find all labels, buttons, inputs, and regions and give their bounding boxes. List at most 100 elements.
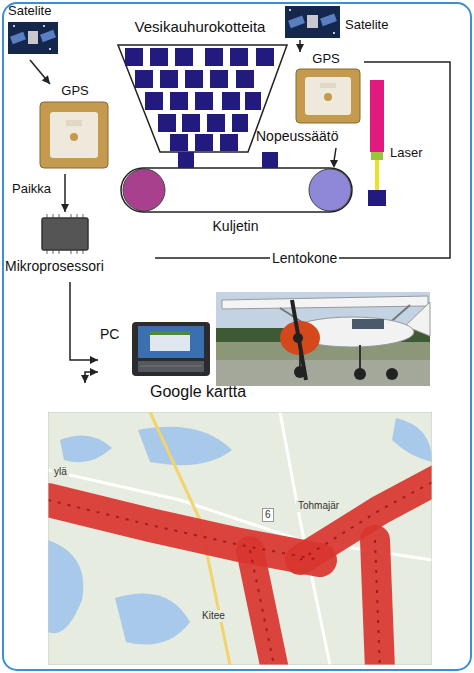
satellite-icon [285, 6, 340, 38]
google-map [48, 500, 320, 560]
page-frame [3, 3, 471, 670]
google-map [115, 593, 190, 644]
satellite-icon [28, 31, 38, 44]
satellite-icon [307, 15, 318, 28]
gps-antenna-icon [40, 102, 108, 168]
node-label: GPS [312, 52, 339, 67]
hopper-with-cubes [230, 48, 248, 66]
pc-device [132, 322, 210, 376]
connector-label: Paikka [10, 182, 53, 197]
hopper-with-cubes [175, 48, 193, 66]
google-map [60, 436, 112, 463]
speed-control-arrow [330, 148, 338, 168]
pc-device [138, 361, 204, 372]
laser-device [371, 152, 383, 160]
conveyor-belt [123, 169, 165, 211]
hopper-with-cubes [185, 70, 203, 88]
airplane-photo [354, 368, 366, 380]
hopper-with-cubes [125, 48, 143, 66]
annotation-label: Nopeussäätö [256, 128, 339, 144]
hopper-with-cubes [245, 92, 261, 110]
hopper-with-cubes [220, 134, 238, 151]
arrow-head [90, 356, 98, 364]
gps-antenna-icon [305, 77, 351, 115]
arrow-head [90, 368, 98, 376]
connector-line [70, 282, 98, 360]
pc-device [140, 366, 202, 367]
airplane-photo [216, 292, 430, 386]
gps-antenna-node: GPS [288, 52, 364, 126]
hopper-with-cubes [256, 48, 274, 66]
speed-control-arrow [330, 160, 338, 168]
arrow-head [296, 44, 304, 52]
satellite-icon [43, 25, 45, 27]
gps-antenna-icon [296, 69, 360, 123]
arrow-head [81, 375, 89, 383]
hopper-with-cubes [207, 114, 225, 132]
satellite-node: Satelite [283, 4, 413, 40]
gps-antenna-icon [40, 102, 108, 168]
gps-antenna-icon [324, 93, 332, 101]
microprocessor-chip [42, 218, 88, 250]
connector [81, 368, 98, 383]
connector [296, 40, 304, 52]
google-map [375, 540, 380, 665]
connector [30, 60, 50, 84]
gps-antenna-icon [70, 133, 78, 141]
speed-control-arrow [334, 148, 336, 161]
map-place-label: ylä [52, 466, 69, 478]
satellite-icon [8, 22, 58, 54]
conveyor-belt [121, 152, 352, 212]
gps-antenna-icon [50, 112, 98, 158]
google-map [250, 550, 275, 665]
satellite-icon [320, 14, 337, 27]
laser-device [375, 160, 379, 190]
google-map [48, 540, 83, 633]
satellite-node: Satelite [5, 4, 67, 60]
hopper-with-cubes [232, 114, 248, 132]
airplane-photo [359, 345, 361, 372]
pc-node: PC [98, 316, 214, 380]
conveyor-belt [178, 152, 194, 168]
node-label: Mikroprosessori [5, 258, 104, 274]
gps-antenna-icon [320, 83, 336, 88]
pc-device [150, 331, 190, 351]
conveyor-belt [309, 169, 351, 211]
satellite-icon [289, 9, 291, 11]
node-label: Satelite [8, 4, 51, 19]
airplane-photo [292, 300, 306, 380]
arrow-head [42, 75, 50, 84]
hopper-with-cubes [170, 92, 188, 110]
pc-device [150, 331, 190, 335]
node-label: GPS [61, 84, 88, 99]
microprocessor-chip [42, 214, 88, 254]
hopper-with-cubes [145, 92, 163, 110]
conveyor-node: Kuljetin [118, 160, 353, 240]
connector-line [155, 62, 450, 258]
satellite-icon [10, 32, 26, 44]
microprocessor-node: Mikroprosessori [5, 212, 155, 282]
satellite-icon [13, 25, 15, 27]
conveyor-belt [262, 152, 278, 168]
connector-label: Lentokone [270, 250, 339, 266]
node-label: Kuljetin [213, 218, 259, 234]
hopper-with-cubes [158, 114, 176, 132]
hopper-with-cubes [222, 92, 240, 110]
airplane-photo [386, 368, 398, 380]
node-label: Laser [390, 146, 423, 161]
airplane-photo [216, 292, 430, 386]
connector [61, 174, 69, 212]
satellite-icon [49, 48, 51, 50]
hopper-with-cubes [210, 70, 228, 88]
hopper-with-cubes [205, 48, 223, 66]
hopper-with-cubes [236, 70, 254, 88]
satellite-icon [288, 16, 305, 29]
satellite-icon [333, 32, 335, 34]
satellite-icon [40, 30, 56, 42]
gps-antenna-icon [66, 120, 82, 126]
map-node: Google kartta [48, 383, 432, 665]
node-label: Vesikauhurokotteita [135, 18, 266, 35]
google-map [48, 500, 320, 560]
